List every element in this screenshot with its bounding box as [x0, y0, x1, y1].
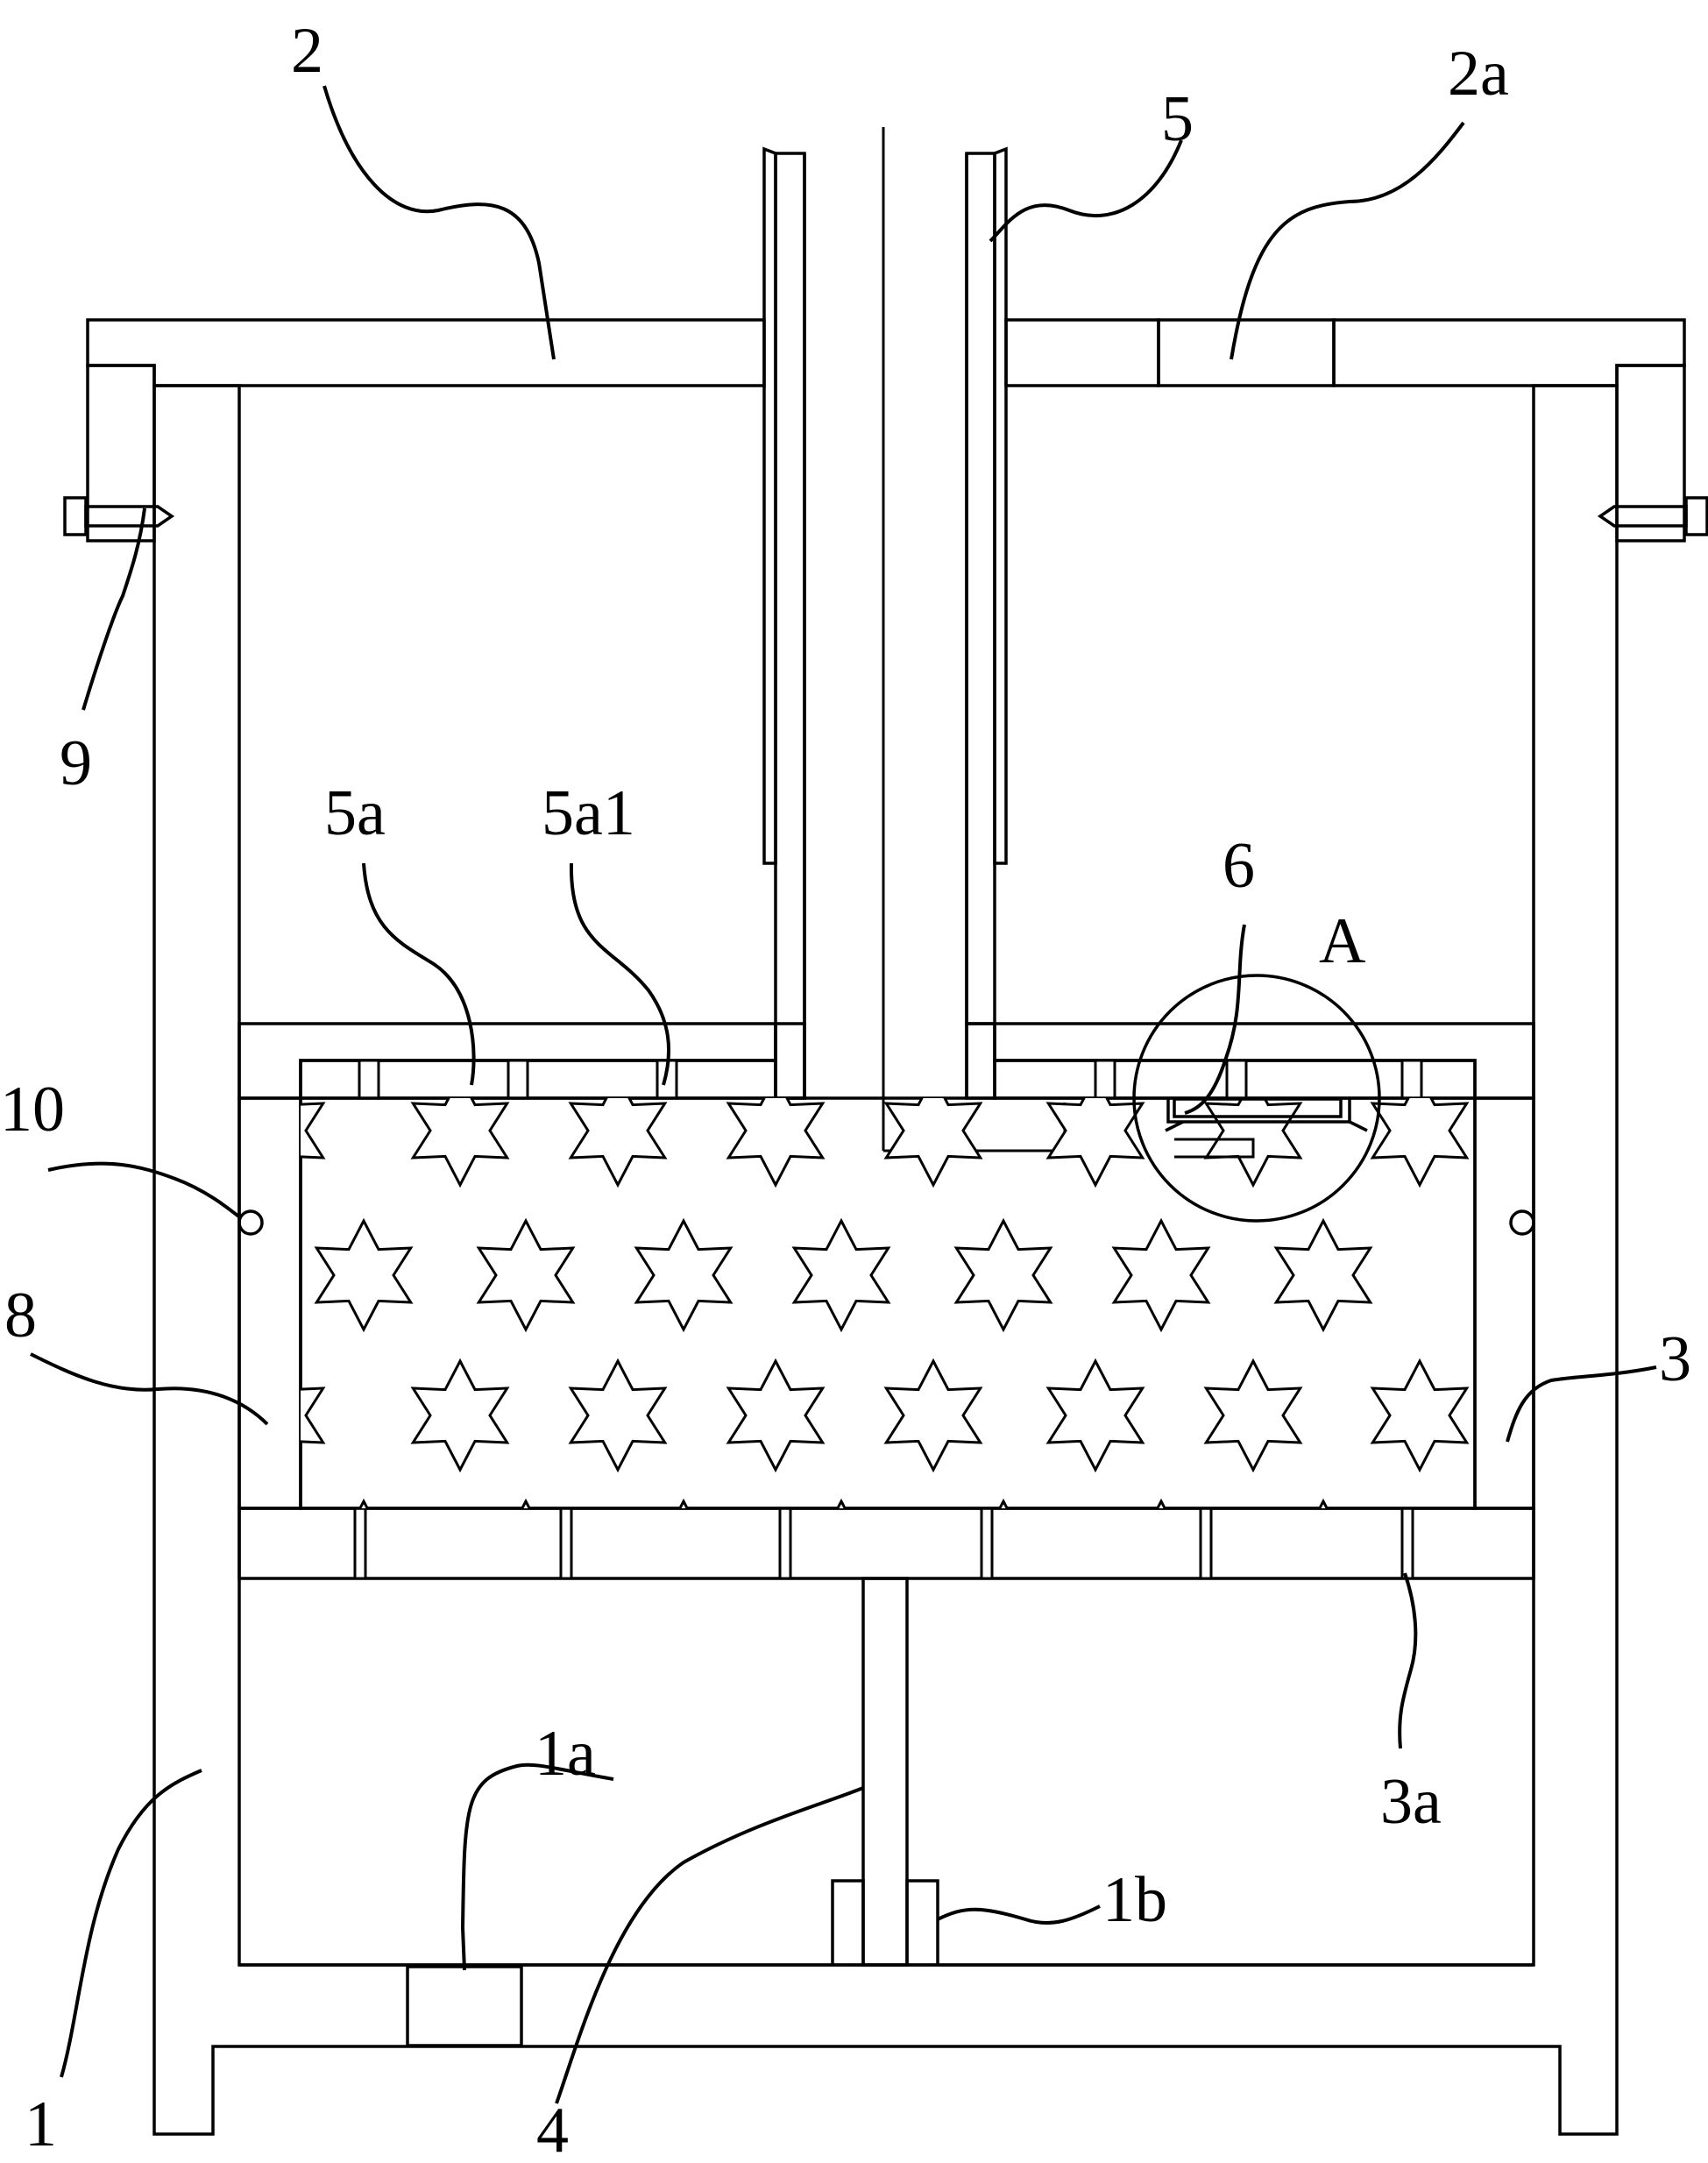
- label-lid: 2: [291, 15, 323, 87]
- media-star: [568, 1358, 668, 1473]
- leader-lines: [30, 85, 1657, 2104]
- label-housing: 1: [25, 2089, 57, 2160]
- label-plate: 5a: [324, 777, 386, 849]
- media-star: [476, 1217, 576, 1333]
- media-star: [568, 1098, 668, 1188]
- media-star: [634, 1217, 734, 1333]
- media-star: [836, 1498, 847, 1508]
- media-star: [883, 1358, 983, 1473]
- pipe: [762, 127, 1067, 1152]
- media-star: [883, 1098, 983, 1188]
- detail-circle-a: [1132, 974, 1381, 1223]
- label-inner-holes: 3a: [1380, 1766, 1442, 1838]
- filter-element: [1165, 1097, 1368, 1159]
- media-star: [521, 1498, 531, 1508]
- media-star: [953, 1217, 1053, 1333]
- media-star: [726, 1358, 826, 1473]
- media-star: [301, 1102, 326, 1160]
- media-star: [1045, 1098, 1145, 1188]
- media-star: [726, 1098, 826, 1188]
- labels: 2 2a 5 9 5a 5a1 6 A 10 8 3 3a 1a 1b 1 4: [0, 15, 1691, 2163]
- screw-left: [63, 496, 175, 536]
- label-filter-media: 8: [4, 1280, 37, 1351]
- label-detail-a: A: [1319, 905, 1365, 977]
- media-star: [1111, 1217, 1211, 1333]
- media-star: [410, 1098, 510, 1188]
- label-seal-ring: 10: [0, 1074, 65, 1145]
- label-screw: 9: [60, 727, 92, 799]
- label-partition: 4: [536, 2095, 569, 2163]
- partition: [861, 1577, 909, 1967]
- media-star: [1156, 1498, 1166, 1508]
- media-star: [1203, 1098, 1303, 1188]
- label-filter-element: 6: [1223, 830, 1255, 902]
- media-star: [314, 1217, 414, 1333]
- media-star: [1370, 1098, 1470, 1188]
- piston-plate: [237, 1022, 1535, 1100]
- label-plate-holes: 5a1: [542, 777, 635, 849]
- media-star: [1318, 1498, 1329, 1508]
- media-star: [791, 1217, 891, 1333]
- media-star: [678, 1498, 689, 1508]
- media-star: [358, 1498, 369, 1508]
- label-pipe: 5: [1161, 83, 1194, 155]
- lid: [86, 318, 1686, 543]
- screw-right: [1597, 496, 1708, 536]
- media-star: [410, 1358, 510, 1473]
- label-partition-seat: 1b: [1102, 1864, 1167, 1936]
- label-inner-chamber: 3: [1659, 1323, 1691, 1395]
- filter-media: [299, 1096, 1477, 1510]
- media-star: [301, 1386, 326, 1444]
- media-star: [1370, 1358, 1470, 1473]
- media-star: [1273, 1217, 1373, 1333]
- media-star: [1045, 1358, 1145, 1473]
- label-lid-vent: 2a: [1448, 38, 1509, 110]
- label-bottom-outlet: 1a: [535, 1718, 596, 1790]
- media-star: [998, 1498, 1009, 1508]
- inner-chamber: [237, 1096, 1535, 1580]
- media-star: [1203, 1358, 1303, 1473]
